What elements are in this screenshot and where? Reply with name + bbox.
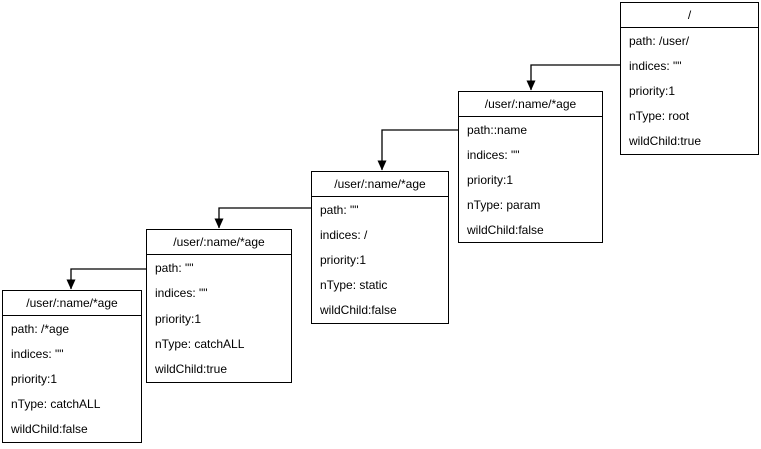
node-title: /user/:name/*age [459, 92, 602, 117]
node-title: /user/:name/*age [147, 230, 291, 255]
node-param: /user/:name/*age path::name indices: "" … [458, 91, 603, 243]
field-priority: priority:1 [629, 84, 676, 98]
field-priority: priority:1 [155, 311, 202, 326]
node-static: /user/:name/*age path: "" indices: / pri… [311, 171, 449, 324]
edge-root-to-param [526, 64, 620, 91]
field-ntype: nType: static [320, 278, 388, 293]
field-indices: indices: "" [629, 58, 682, 73]
field-ntype: nType: root [629, 109, 690, 124]
node-title: / [621, 3, 758, 28]
field-ntype: nType: catchALL [11, 397, 101, 412]
field-path: path: /*age [11, 321, 70, 336]
edge-static-to-catchall [214, 207, 311, 229]
node-fields: path: "" indices: / priority:1 nType: st… [312, 197, 448, 323]
field-priority: priority:1 [320, 253, 367, 267]
field-indices: indices: "" [467, 147, 520, 162]
field-priority: priority:1 [11, 372, 58, 386]
node-title: /user/:name/*age [3, 291, 141, 316]
field-indices: indices: / [320, 227, 368, 242]
field-path: path: "" [320, 202, 359, 217]
field-path: path: "" [155, 260, 194, 275]
node-fields: path: /user/ indices: "" priority:1 nTyp… [621, 28, 758, 154]
edge-param-to-static [377, 129, 458, 171]
field-wildchild: wildChild:true [155, 362, 228, 377]
node-title: /user/:name/*age [312, 172, 448, 197]
field-indices: indices: "" [155, 286, 208, 301]
field-indices: indices: "" [11, 346, 64, 361]
field-priority: priority:1 [467, 172, 514, 187]
node-catchall-wild: /user/:name/*age path: "" indices: "" pr… [146, 229, 292, 383]
field-wildchild: wildChild:false [320, 303, 397, 318]
edge-catchall-to-leaf [66, 268, 146, 290]
node-fields: path: "" indices: "" priority:1 nType: c… [147, 255, 291, 382]
field-path: path::name [467, 122, 528, 137]
field-wildchild: wildChild:false [467, 222, 544, 237]
field-wildchild: wildChild:true [629, 134, 702, 149]
field-wildchild: wildChild:false [11, 422, 88, 437]
field-ntype: nType: param [467, 197, 541, 212]
node-root: / path: /user/ indices: "" priority:1 nT… [620, 2, 759, 155]
node-fields: path::name indices: "" priority:1 nType:… [459, 117, 602, 242]
field-ntype: nType: catchALL [155, 336, 245, 351]
node-catchall-leaf: /user/:name/*age path: /*age indices: ""… [2, 290, 142, 443]
field-path: path: /user/ [629, 33, 690, 48]
node-fields: path: /*age indices: "" priority:1 nType… [3, 316, 141, 442]
